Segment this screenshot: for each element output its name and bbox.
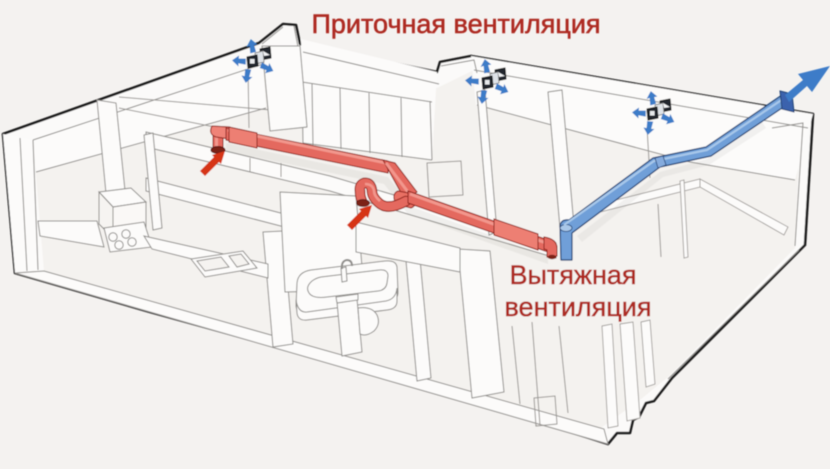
svg-text:вентиляция: вентиляция	[505, 292, 652, 322]
svg-text:Вытяжная: Вытяжная	[509, 260, 636, 290]
svg-text:Приточная вентиляция: Приточная вентиляция	[311, 9, 600, 39]
